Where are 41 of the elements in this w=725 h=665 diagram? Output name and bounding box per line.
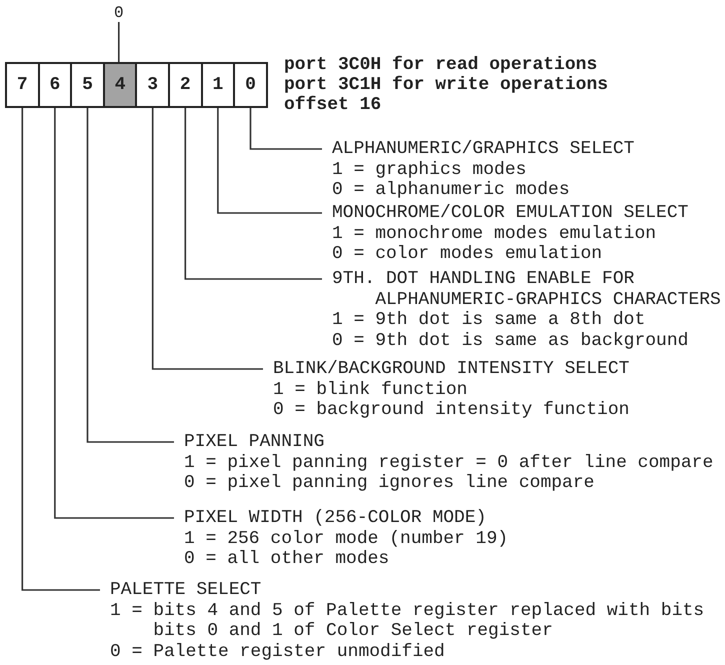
bit-cell: 4 bbox=[102, 62, 138, 108]
bit-cell: 1 bbox=[200, 62, 236, 108]
bit-cell: 5 bbox=[70, 62, 105, 108]
register-note: port 3C0H for read operations bbox=[284, 55, 598, 75]
value-description: 1 = graphics modes bbox=[332, 160, 528, 180]
field-name: ALPHANUMERIC/GRAPHICS SELECT bbox=[332, 139, 636, 160]
bit-cell: 3 bbox=[135, 62, 170, 108]
leader-line bbox=[86, 108, 174, 443]
value-description: 0 = 9th dot is same as background bbox=[332, 330, 690, 351]
bit-cell: 0 bbox=[233, 62, 268, 108]
leader-line bbox=[250, 108, 322, 150]
value-description: 0 = Palette register unmodified bbox=[110, 642, 446, 662]
leader-line bbox=[54, 108, 174, 519]
value-description: 1 = 9th dot is same a 8th dot bbox=[332, 310, 646, 330]
leader-line bbox=[184, 108, 322, 280]
bit-cell: 6 bbox=[38, 62, 72, 108]
field-name: PIXEL WIDTH (256-COLOR MODE) bbox=[184, 508, 488, 528]
field-name: MONOCHROME/COLOR EMULATION SELECT bbox=[332, 203, 690, 224]
leader-line bbox=[118, 22, 120, 62]
value-description: 0 = alphanumeric modes bbox=[332, 180, 571, 200]
value-description: 0 = background intensity function bbox=[273, 400, 630, 420]
leader-line bbox=[22, 108, 100, 591]
field-name: BLINK/BACKGROUND INTENSITY SELECT bbox=[273, 359, 630, 380]
value-description: 0 = color modes emulation bbox=[332, 244, 604, 264]
bit-cell: 2 bbox=[168, 62, 203, 108]
value-description: 1 = 256 color mode (number 19) bbox=[184, 528, 510, 549]
bit-value-label: 0 bbox=[114, 4, 124, 22]
value-description: 1 = blink function bbox=[273, 380, 468, 400]
value-description: 1 = monochrome modes emulation bbox=[332, 224, 658, 244]
register-note: offset 16 bbox=[284, 95, 382, 115]
value-description: 0 = pixel panning ignores line compare bbox=[184, 473, 596, 494]
field-name: 9TH. DOT HANDLING ENABLE FOR ALPHANUMERIC-GRAPHICS CHARACTERS bbox=[332, 269, 722, 310]
bit-cell: 7 bbox=[5, 62, 40, 108]
leader-line bbox=[217, 108, 322, 214]
field-name: PIXEL PANNING bbox=[184, 432, 326, 452]
value-description: 1 = bits 4 and 5 of Palette register replaced with bits bits 0 and 1 of Color Select register bbox=[110, 600, 706, 642]
value-description: 0 = all other modes bbox=[184, 549, 390, 570]
leader-line bbox=[152, 108, 263, 370]
value-description: 1 = pixel panning register = 0 after line compare bbox=[184, 452, 714, 473]
register-note: port 3C1H for write operations bbox=[284, 75, 608, 95]
field-name: PALETTE SELECT bbox=[110, 580, 262, 600]
